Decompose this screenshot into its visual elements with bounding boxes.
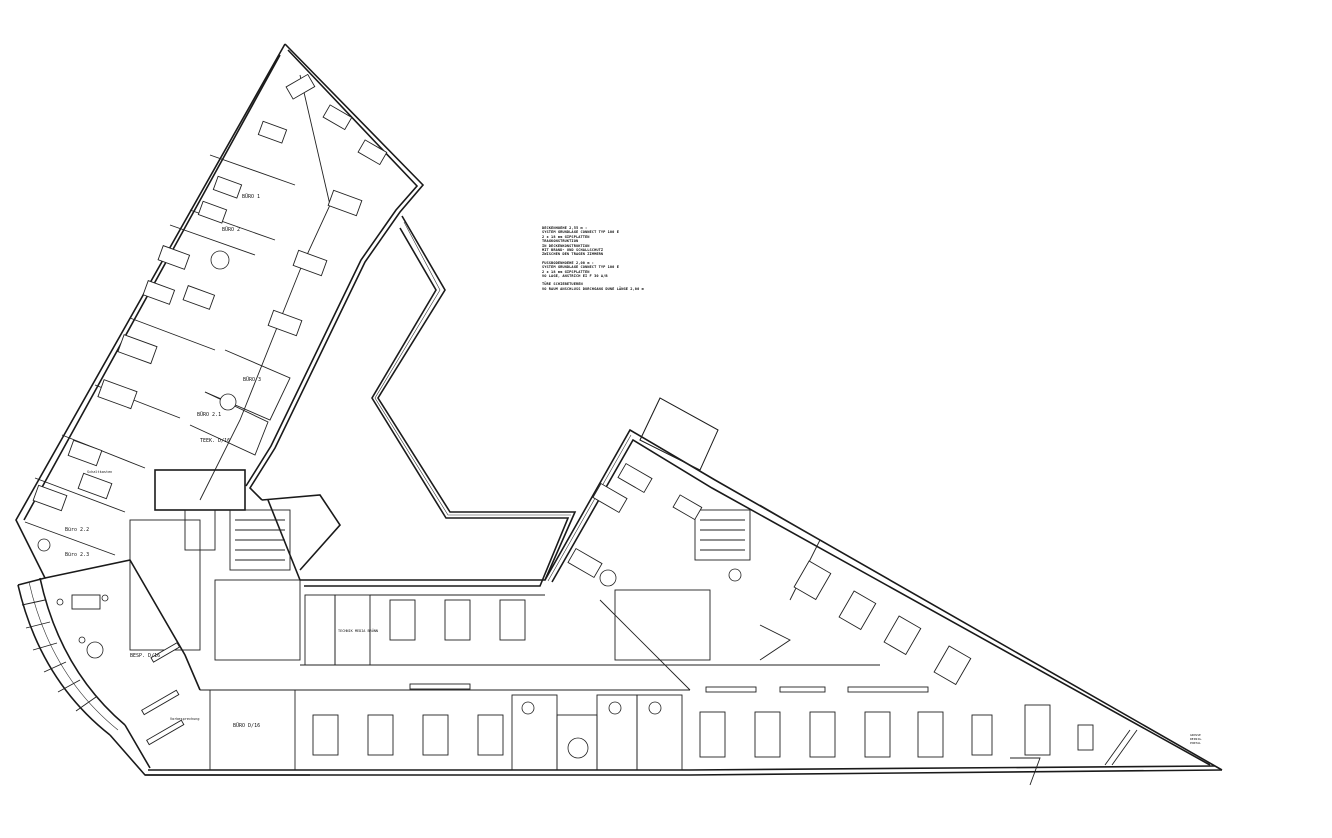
sw-end-walls bbox=[17, 559, 310, 776]
notes-block-ceiling: DECKENHOEHE 2,55 m : SYSTEM GRUNDLAGE CO… bbox=[542, 226, 619, 257]
notes-block-floor: FUSSBODENHOEHE 2,00 m : SYSTEM GRUNDLAGE… bbox=[542, 260, 619, 279]
construction-notes: DECKENHOEHE 2,55 m : SYSTEM GRUNDLAGE CO… bbox=[542, 226, 717, 295]
courtyard-walls bbox=[267, 215, 577, 587]
label-buero-1: BÜRO 1 bbox=[242, 193, 260, 200]
label-buero-2-2: Büro 2.2 bbox=[65, 527, 89, 533]
label-technik: TECHNIK MEDIA BRÜNN bbox=[338, 628, 378, 633]
nw-wing-walls bbox=[15, 43, 425, 586]
desks-nw-wing bbox=[32, 73, 388, 552]
notes-block-doors: TÜRE SCHIEBETUEREN VO RAUM ANSCHLUSS DUR… bbox=[542, 282, 644, 291]
desks-south-row bbox=[312, 701, 1094, 759]
label-buero-d16: BÜRO D/16 bbox=[233, 722, 260, 729]
desks-sw-end bbox=[56, 594, 109, 659]
label-teek: TEEK. D/16 bbox=[200, 438, 230, 444]
label-schaltkasten: Schaltkasten bbox=[87, 470, 112, 474]
label-besp: BESP. D/16 bbox=[130, 653, 160, 659]
room-labels: BÜRO 1 BÜRO 2 BÜRO 3 BÜRO 2.1 TEEK. D/16… bbox=[65, 193, 378, 729]
side-note: GROSSE REINIG. PORTAL bbox=[1190, 733, 1203, 745]
label-buero-2-3: Büro 2.3 bbox=[65, 552, 89, 558]
desks-east-wing bbox=[567, 462, 972, 686]
label-buero-3: BÜRO 3 bbox=[243, 376, 261, 383]
label-buero-2-1: BÜRO 2.1 bbox=[197, 411, 221, 418]
south-wing-walls bbox=[145, 594, 1223, 776]
desks-south-upper bbox=[389, 599, 526, 641]
label-vorbesprechung: Vorbesprechung bbox=[170, 717, 200, 721]
corridor-benches bbox=[141, 642, 929, 746]
exterior-canopy bbox=[639, 397, 719, 471]
core-left bbox=[129, 469, 342, 661]
label-buero-2: BÜRO 2 bbox=[222, 226, 240, 233]
